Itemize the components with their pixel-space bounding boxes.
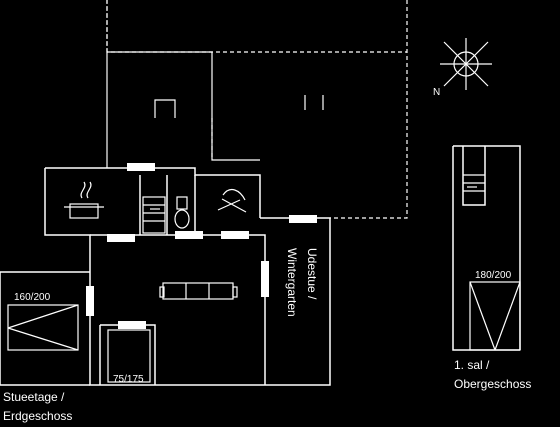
staircase-icon: [142, 196, 166, 234]
bed-180-label: 180/200: [475, 270, 512, 281]
shower-icon: [217, 188, 247, 213]
compass-rose-icon: [440, 38, 492, 90]
upper-floor-walls: [452, 145, 521, 351]
upper-floor-label-1: 1. sal /: [454, 358, 490, 372]
bed-180: [469, 281, 521, 351]
upper-room-outline: [106, 51, 260, 168]
bed-75: [107, 329, 151, 383]
conservatory-label-1: Udestue /: [305, 248, 319, 300]
ground-floor-walls: [0, 167, 331, 386]
upper-floor-label-2: Obergeschoss: [454, 377, 531, 391]
sofa-icon: [159, 282, 238, 300]
bed-160: [7, 304, 79, 351]
upper-staircase-icon: [463, 174, 485, 192]
ground-floor-label-1: Stueetage /: [3, 390, 65, 404]
toilet-icon: [174, 196, 190, 229]
ground-floor-label-2: Erdgeschoss: [3, 409, 72, 423]
chimney-icon: [304, 95, 324, 110]
conservatory-label-2: Wintergarten: [285, 248, 299, 317]
labels: N 160/200 75/175 180/200 Stueetage / Erd…: [3, 87, 531, 423]
bed-75-label: 75/175: [113, 374, 144, 385]
north-label: N: [433, 87, 440, 98]
cooking-pot-icon: [64, 181, 104, 219]
bed-160-label: 160/200: [14, 292, 51, 303]
openings: [86, 163, 317, 329]
upper-dashed-outline: [106, 0, 408, 219]
